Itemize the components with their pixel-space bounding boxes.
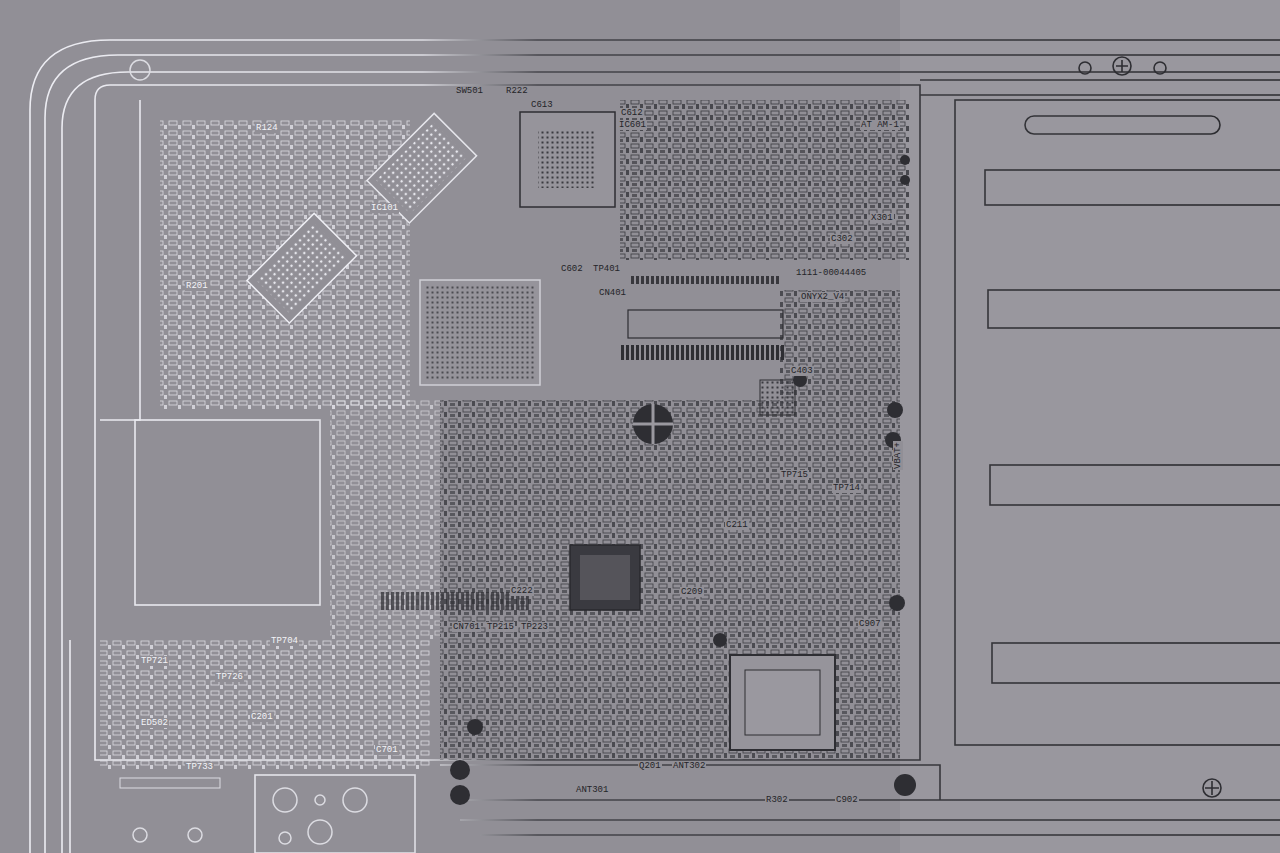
silkscreen-label: ONYX2_V4	[800, 292, 845, 302]
silkscreen-label: ANT302	[672, 761, 706, 771]
silkscreen-label: 1111-00044405	[795, 268, 867, 278]
silkscreen-label: TP401	[592, 264, 621, 274]
silkscreen-label: R124	[255, 123, 279, 133]
silkscreen-label: C612	[620, 108, 644, 118]
silkscreen-label: TP714	[832, 483, 861, 493]
silkscreen-label: Q201	[638, 761, 662, 771]
silkscreen-label: C211	[725, 520, 749, 530]
silkscreen-label: TP223	[520, 622, 549, 632]
silkscreen-label: R222	[505, 86, 529, 96]
silkscreen-label: C907	[858, 619, 882, 629]
silkscreen-label: CN401	[598, 288, 627, 298]
silkscreen-label: TP215	[486, 622, 515, 632]
silkscreen-label: C701	[375, 745, 399, 755]
silkscreen-label: TP721	[140, 656, 169, 666]
silkscreen-label: C302	[830, 234, 854, 244]
silkscreen-label: C209	[680, 587, 704, 597]
silkscreen-label: X301	[870, 213, 894, 223]
silkscreen-label: CN701	[452, 622, 481, 632]
silkscreen-label: R302	[765, 795, 789, 805]
silkscreen-label: C222	[510, 586, 534, 596]
silkscreen-label: ANT301	[575, 785, 609, 795]
silkscreen-label: C602	[560, 264, 584, 274]
silkscreen-label: VBAT+	[893, 441, 903, 470]
silkscreen-label: R201	[185, 281, 209, 291]
silkscreen-label: AT AM-1	[860, 120, 900, 130]
silkscreen-label: SW501	[455, 86, 484, 96]
silkscreen-label: IC101	[370, 203, 399, 213]
silkscreen-label: C902	[835, 795, 859, 805]
silkscreen-label: C201	[250, 712, 274, 722]
silkscreen-label: C613	[530, 100, 554, 110]
silkscreen-label: TP726	[215, 672, 244, 682]
silkscreen-label: TP704	[270, 636, 299, 646]
silkscreen-label: ED502	[140, 718, 169, 728]
silkscreen-label: TP715	[780, 470, 809, 480]
silkscreen-label: TP733	[185, 762, 214, 772]
silkscreen-label: C403	[790, 366, 814, 376]
silkscreen-label: IC601	[618, 120, 647, 130]
